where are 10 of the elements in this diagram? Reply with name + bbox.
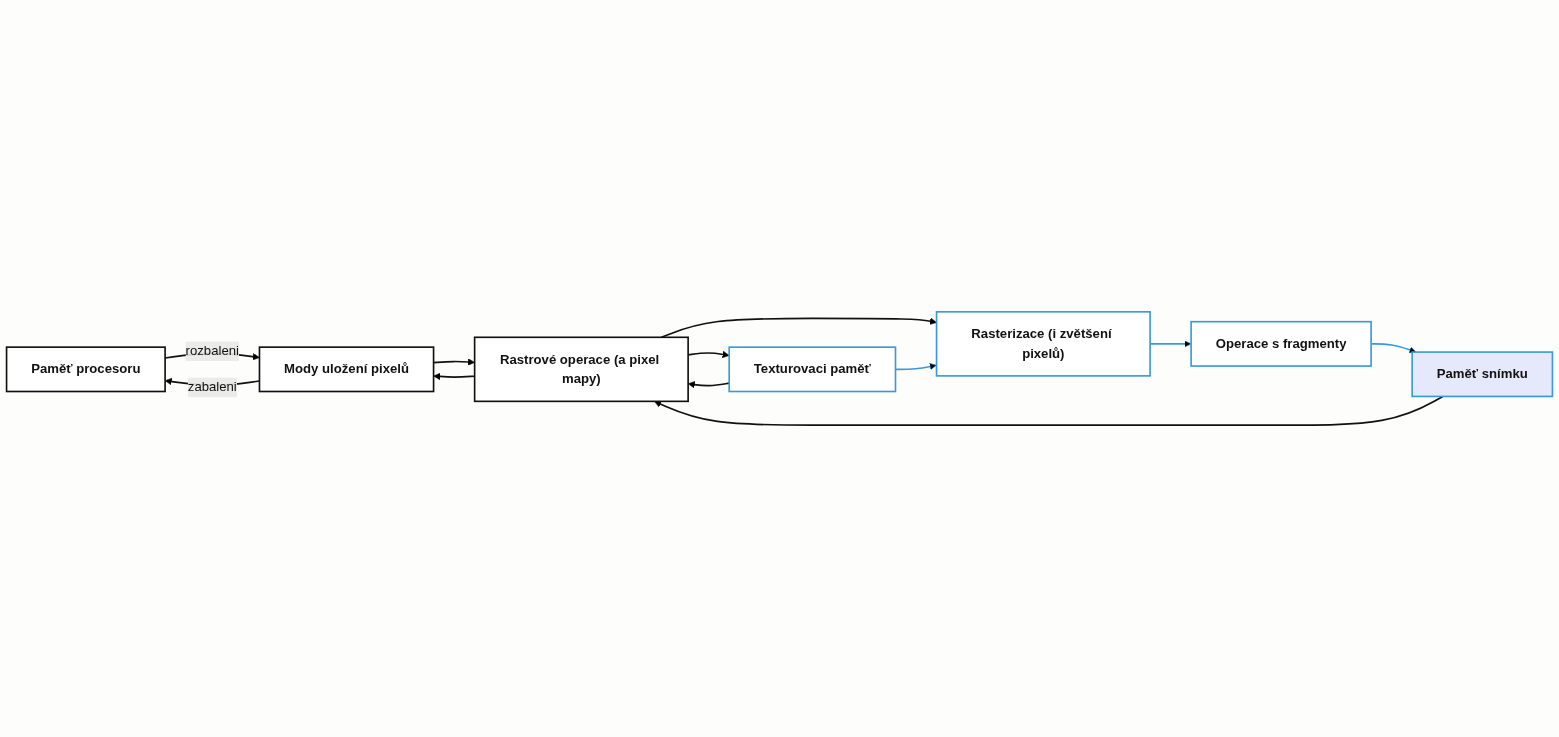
node-box: Rastrové operace (a pixel mapy) — [473, 336, 689, 403]
node-box: Paměť procesoru — [5, 346, 166, 393]
edge-label: zabaleni — [187, 380, 237, 394]
node-box: Mody uložení pixelů — [258, 346, 435, 393]
node-box: Rasterizace (i zvětšení pixelů) — [935, 311, 1151, 377]
node-box: Texturovaci paměť — [728, 346, 897, 393]
node-box: Operace s fragmenty — [1190, 320, 1372, 367]
edge-label: rozbaleni — [185, 343, 239, 358]
arrow — [654, 395, 1444, 426]
node-box: Paměť snímku — [1411, 351, 1554, 398]
